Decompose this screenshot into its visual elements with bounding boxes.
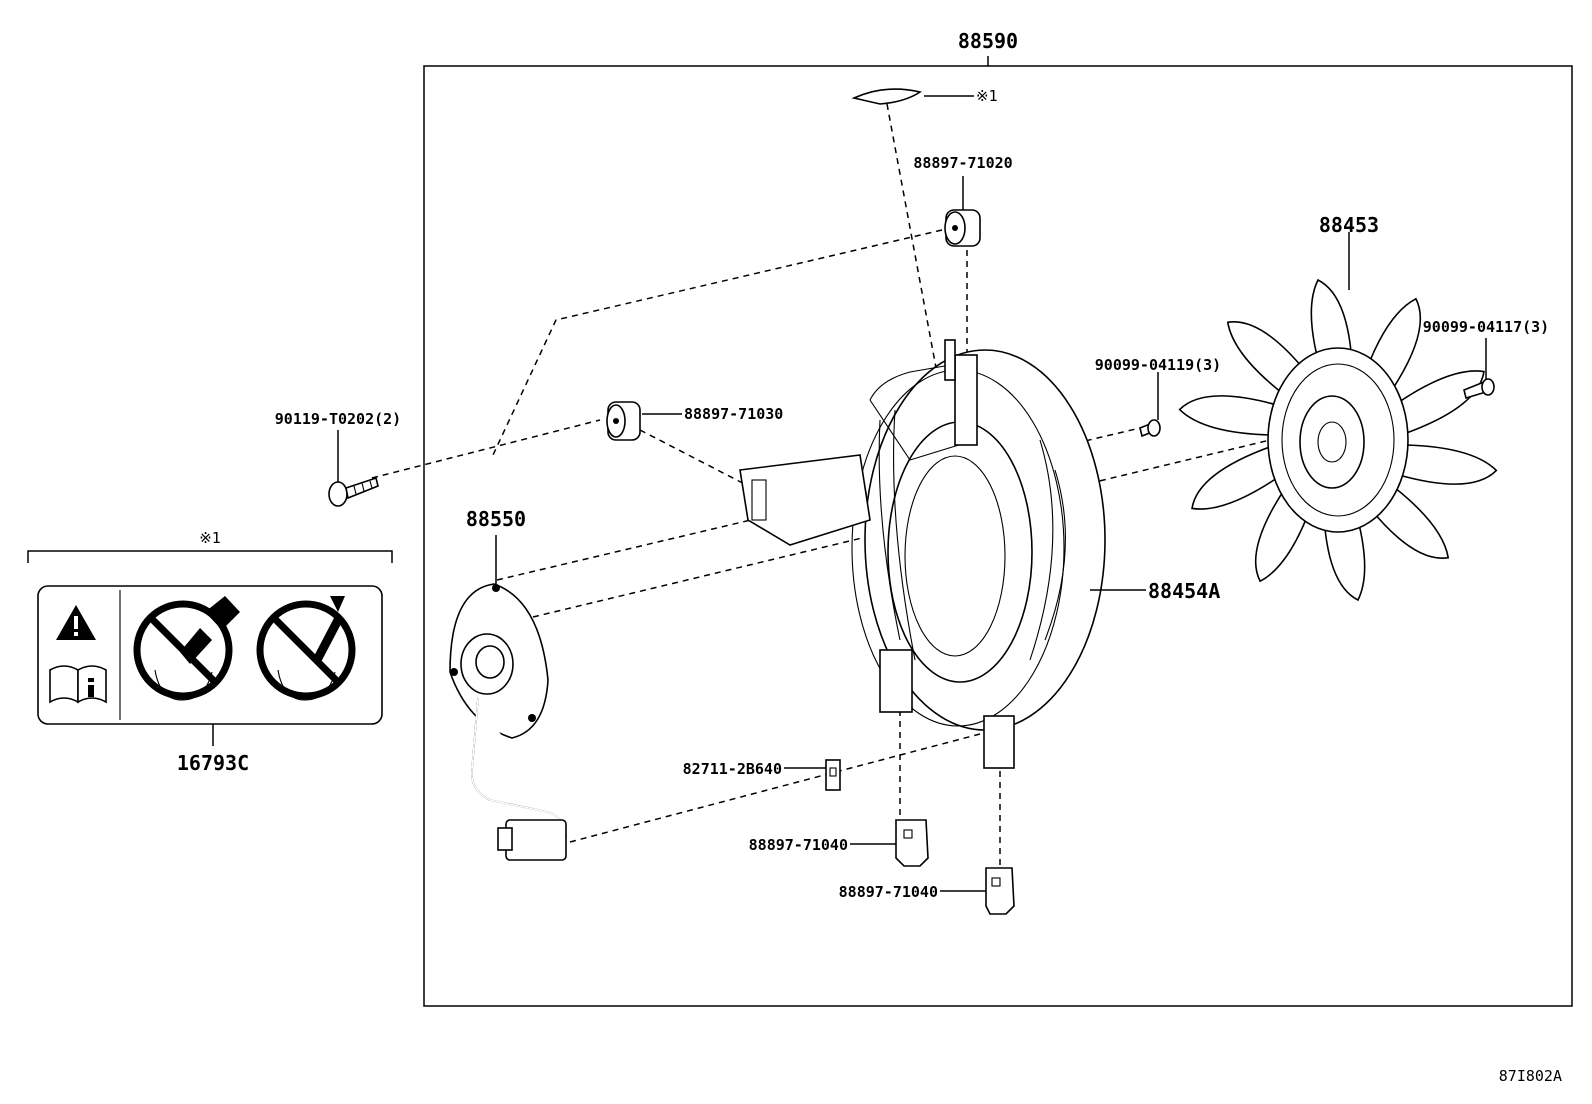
no-hand-icon bbox=[133, 596, 240, 701]
shroud-label: 88454A bbox=[1148, 579, 1220, 603]
no-tool-icon bbox=[256, 596, 356, 701]
bracket-2-label: 88897-71040 bbox=[839, 883, 938, 901]
bolt: 90119-T0202(2) bbox=[275, 410, 401, 507]
shroud-screw-label: 90099-04119(3) bbox=[1095, 356, 1221, 374]
bracket-1-label: 88897-71040 bbox=[749, 836, 848, 854]
clip: 82711-2B640 bbox=[683, 759, 841, 791]
bracket-2: 88897-71040 bbox=[839, 867, 1015, 915]
manual-book-icon bbox=[49, 665, 107, 704]
clip-label: 82711-2B640 bbox=[683, 760, 782, 778]
caution-label-part-number: 16793C bbox=[177, 751, 249, 775]
cushion-top: 88897-71020 bbox=[913, 154, 1013, 247]
cushion-mid: 88897-71030 bbox=[606, 401, 783, 441]
sticker-piece: ※1 bbox=[851, 87, 998, 105]
fan-shroud: 88454A bbox=[739, 339, 1220, 769]
note-bracket bbox=[27, 550, 393, 563]
cooling-fan: 88453 bbox=[1178, 213, 1498, 602]
drawing-code: 87I802A bbox=[1499, 1067, 1562, 1085]
assembly-frame bbox=[423, 65, 1573, 1007]
bolt-label: 90119-T0202(2) bbox=[275, 410, 401, 428]
bracket-1: 88897-71040 bbox=[749, 819, 929, 867]
assembly-label: 88590 bbox=[958, 29, 1018, 53]
shroud-screw: 90099-04119(3) bbox=[1095, 356, 1221, 438]
caution-sticker bbox=[37, 585, 383, 725]
fan-screw: 90099-04117(3) bbox=[1423, 318, 1549, 400]
caution-label-group: ※1 16793C bbox=[27, 529, 393, 775]
fan-label: 88453 bbox=[1319, 213, 1379, 237]
sticker-note-label: ※1 bbox=[976, 87, 998, 105]
cushion-mid-label: 88897-71030 bbox=[684, 405, 783, 423]
note-marker: ※1 bbox=[199, 529, 221, 547]
cushion-top-label: 88897-71020 bbox=[913, 154, 1012, 172]
motor-label: 88550 bbox=[466, 507, 526, 531]
fan-motor: 88550 bbox=[449, 507, 567, 861]
fan-screw-label: 90099-04117(3) bbox=[1423, 318, 1549, 336]
